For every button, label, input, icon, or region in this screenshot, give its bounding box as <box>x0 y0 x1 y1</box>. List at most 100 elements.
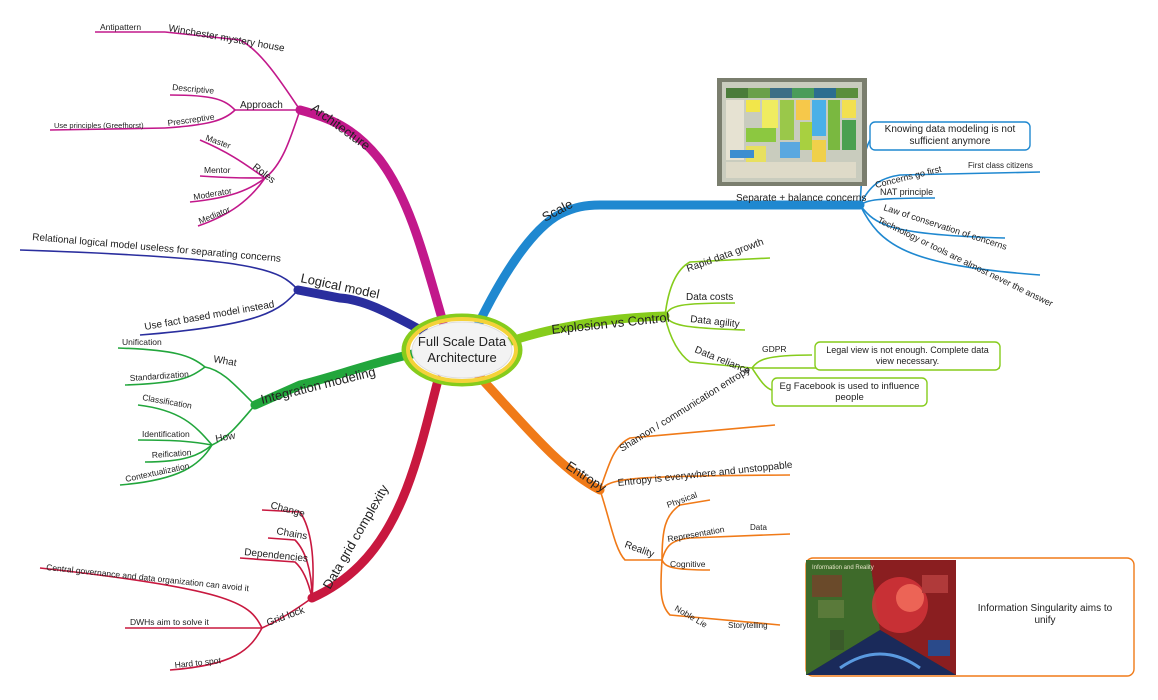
label-descriptive[interactable]: Descriptive <box>172 82 215 96</box>
box-legal-view <box>814 341 1001 371</box>
information-reality-image: Information and Reality <box>806 560 956 675</box>
label-integration-modeling[interactable]: Integration modeling <box>259 364 377 407</box>
knowing-box-text[interactable]: Knowing data modeling is not sufficient … <box>884 124 1016 147</box>
image-title: Information and Reality <box>812 565 874 571</box>
label-entropy[interactable]: Entropy <box>563 458 609 495</box>
label-use-principles[interactable]: Use principles (Greefhorst) <box>54 121 144 130</box>
link-shannon <box>599 424 776 491</box>
label-concerns-first[interactable]: Concerns go first <box>874 164 943 190</box>
scale-whiteboard-image <box>717 78 867 186</box>
branch-entropy <box>473 370 605 495</box>
legal-view-box-text[interactable]: Legal view is not enough. Complete data … <box>826 345 989 366</box>
link-identification <box>137 439 213 446</box>
label-grid-lock[interactable]: Grid lock <box>265 605 307 629</box>
link-grid-lock <box>261 597 313 629</box>
label-dwhs[interactable]: DWHs aim to solve it <box>130 617 210 627</box>
label-costs[interactable]: Data costs <box>686 292 733 303</box>
link-agility <box>664 315 746 331</box>
label-shannon[interactable]: Shannon / communication entropy <box>618 365 753 455</box>
label-agility[interactable]: Data agility <box>690 314 740 330</box>
label-physical[interactable]: Physical <box>665 490 698 510</box>
label-mentor[interactable]: Mentor <box>204 165 231 175</box>
label-storytelling[interactable]: Storytelling <box>728 621 768 630</box>
link-fact-based <box>139 289 299 336</box>
link-how <box>211 404 256 446</box>
box-knowing <box>869 121 1031 151</box>
label-dependencies[interactable]: Dependencies <box>244 547 309 565</box>
label-everywhere[interactable]: Entropy is everywhere and unstoppable <box>617 460 793 489</box>
label-classification[interactable]: Classification <box>142 392 193 411</box>
label-data[interactable]: Data <box>750 523 767 532</box>
link-use-principles <box>49 127 166 131</box>
label-rapid[interactable]: Rapid data growth <box>685 237 765 275</box>
link-representation <box>661 533 791 561</box>
link-hard-to-spot <box>169 627 263 671</box>
link-winchester <box>164 31 301 111</box>
link-prescriptive <box>164 109 236 129</box>
link-concerns-first <box>859 171 1041 206</box>
link-facebook <box>751 367 773 391</box>
link-nat <box>859 197 936 206</box>
label-identification[interactable]: Identification <box>142 429 190 439</box>
link-what <box>204 366 256 406</box>
facebook-box-text[interactable]: Eg Facebook is used to influence people <box>779 381 920 403</box>
link-unification <box>117 347 206 368</box>
label-central-governance[interactable]: Central governance and data organization… <box>46 562 250 593</box>
link-contextualization <box>119 444 213 486</box>
link-rapid <box>664 257 771 317</box>
link-moderator <box>189 177 266 203</box>
link-chains <box>267 537 313 599</box>
label-approach[interactable]: Approach <box>240 100 283 111</box>
link-change <box>261 509 314 599</box>
center-title-line2: Architecture <box>427 350 496 365</box>
center-title-line1: Full Scale Data <box>418 334 507 349</box>
link-mediator <box>197 177 266 227</box>
label-nat[interactable]: NAT principle <box>880 187 933 197</box>
label-antipattern[interactable]: Antipattern <box>100 22 141 32</box>
center-node[interactable]: Full Scale Data Architecture <box>401 313 523 387</box>
label-separate-balance[interactable]: Separate + balance concerns <box>736 193 866 204</box>
label-representation[interactable]: Representation <box>667 524 726 544</box>
link-gdpr <box>751 354 813 369</box>
singularity-box-text[interactable]: Information Singularity aims to unify <box>977 603 1113 626</box>
label-architecture[interactable]: Architecture <box>308 100 373 153</box>
label-mediator[interactable]: Mediator <box>197 204 232 226</box>
link-dependencies <box>239 557 313 599</box>
link-law <box>859 204 1006 239</box>
link-everywhere <box>599 474 791 491</box>
label-reality[interactable]: Reality <box>623 539 655 560</box>
label-chains[interactable]: Chains <box>275 526 308 542</box>
label-explosion-vs-control[interactable]: Explosion vs Control <box>551 310 671 337</box>
link-standardization <box>124 366 206 386</box>
link-reality <box>599 489 662 561</box>
link-noble-lie <box>660 559 781 626</box>
link-reliance <box>664 315 753 369</box>
label-relational[interactable]: Relational logical model useless for sep… <box>32 232 282 265</box>
label-change[interactable]: Change <box>269 500 306 520</box>
branch-data-grid-complexity <box>307 375 443 603</box>
label-first-class[interactable]: First class citizens <box>968 161 1033 170</box>
label-gdpr[interactable]: GDPR <box>762 344 787 354</box>
link-cognitive <box>661 559 711 571</box>
link-descriptive <box>169 94 236 111</box>
box-facebook <box>771 377 928 407</box>
label-roles[interactable]: Roles <box>250 162 277 186</box>
link-classification <box>137 404 213 446</box>
branch-architecture <box>295 105 448 327</box>
label-contextualization[interactable]: Contextualization <box>124 461 190 484</box>
link-master <box>199 139 266 179</box>
label-unification[interactable]: Unification <box>122 337 162 347</box>
label-what[interactable]: What <box>212 354 237 369</box>
label-winchester[interactable]: Winchester mystery house <box>167 23 285 54</box>
label-hard-to-spot[interactable]: Hard to spot <box>174 655 222 670</box>
link-technology <box>859 204 1041 276</box>
label-standardization[interactable]: Standardization <box>129 369 189 383</box>
label-reification[interactable]: Reification <box>151 447 192 460</box>
label-cognitive[interactable]: Cognitive <box>670 559 706 569</box>
branch-scale <box>473 200 865 330</box>
link-relational <box>19 249 299 291</box>
label-how[interactable]: How <box>215 431 237 445</box>
link-central-governance <box>39 567 263 629</box>
